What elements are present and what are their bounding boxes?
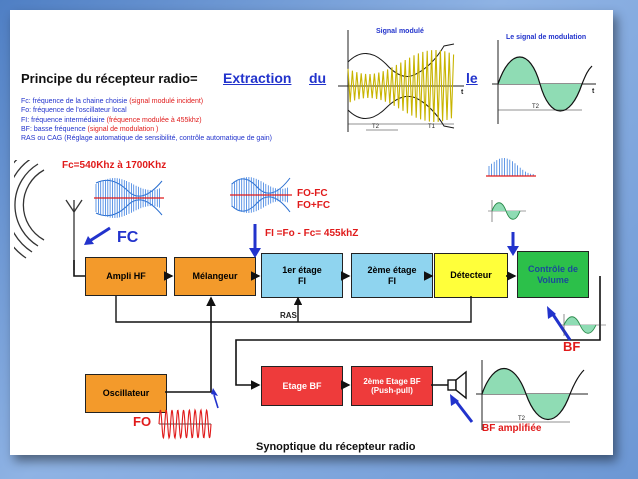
fo-waveform (158, 408, 212, 440)
bf-amplified-t2: T2 (518, 416, 526, 422)
connection-lines (73, 260, 601, 393)
modulated-signal-t2: T2 (372, 124, 380, 130)
controle-block-line1: Contrôle de (527, 264, 578, 275)
modulated-signal-title: Signal modulé (376, 28, 424, 35)
oscillateur-block: Oscillateur (85, 374, 167, 413)
detector-waveform (486, 158, 536, 177)
bf-small-waveform (560, 314, 606, 336)
bf-amplifiee-label: BF amplifiée (482, 423, 542, 434)
fi1-block-line2: FI (298, 275, 306, 286)
fc-range-label: Fc=540Khz à 1700Khz (62, 160, 167, 171)
modulated-signal-carrier (347, 49, 455, 123)
etage-bf2-block-line2: (Push-pull) (371, 386, 413, 395)
fo-label: FO (133, 414, 152, 429)
fo-fc-label: FO-FC (297, 188, 328, 199)
antenna-icon (14, 160, 83, 270)
modulation-signal-t2: T2 (532, 104, 540, 110)
definition-ras: RAS ou CAG (Réglage automatique de sensi… (21, 135, 272, 143)
modulation-signal-graph: Le signal de modulation T2 t (492, 34, 596, 124)
fi2-block: 2ème étage FI (351, 253, 433, 298)
fc-signal-waveform (94, 178, 164, 218)
definition-fi: FI: fréquence intermédiaire (fréquence m… (21, 116, 202, 124)
fc-label: FC (117, 229, 139, 246)
fi-formula-label: FI =Fo - Fc= 455khZ (265, 228, 359, 239)
ampli-hf-block: Ampli HF (85, 257, 167, 296)
definition-fo: Fo: fréquence de l'oscillateur local (21, 107, 127, 115)
detecteur-block: Détecteur (434, 253, 508, 298)
modulated-signal-t1: T1 (428, 124, 436, 130)
definition-fc: Fc: fréquence de la chaine choisie (sign… (21, 98, 204, 105)
definition-bf: BF: basse fréquence (signal de modulatio… (21, 125, 159, 133)
loudspeaker-icon (447, 370, 467, 400)
modulated-signal-t-axis: t (461, 89, 464, 96)
modulated-signal-graph: Signal modulé T2 T1 t (338, 28, 464, 132)
ras-label: RAS (280, 311, 297, 320)
fi2-block-line1: 2ème étage (367, 265, 417, 276)
slide: Principe du récepteur radio= Extraction … (10, 10, 613, 455)
controle-volume-block: Contrôle de Volume (517, 251, 589, 298)
melangeur-block: Mélangeur (174, 257, 256, 296)
detector-bf-waveform (488, 200, 526, 222)
fi2-block-line2: FI (388, 275, 396, 286)
etage-bf2-block: 2ème Etage BF (Push-pull) (351, 366, 433, 406)
title-le: le (466, 70, 478, 86)
diagram-caption: Synoptique du récepteur radio (256, 441, 416, 453)
bf-label: BF (563, 339, 581, 354)
fo-fc-waveform (230, 177, 292, 213)
title-highlight: Extraction (223, 70, 292, 86)
title-prefix: Principe du récepteur radio= (21, 71, 198, 86)
fo-plus-fc-label: FO+FC (297, 200, 331, 211)
controle-block-line2: Volume (537, 274, 569, 285)
definitions-list: Fc: fréquence de la chaine choisie (sign… (21, 97, 272, 143)
title-du: du (309, 70, 327, 86)
etage-bf2-block-line1: 2ème Etage BF (363, 376, 421, 386)
modulation-signal-title: Le signal de modulation (506, 34, 586, 41)
blue-arrows (211, 224, 572, 423)
fc-arrow (84, 226, 111, 245)
fi1-block-line1: 1er étage (282, 265, 322, 276)
modulation-signal-t-axis: t (592, 88, 595, 95)
bf-amplified-waveform: T2 (476, 360, 588, 430)
